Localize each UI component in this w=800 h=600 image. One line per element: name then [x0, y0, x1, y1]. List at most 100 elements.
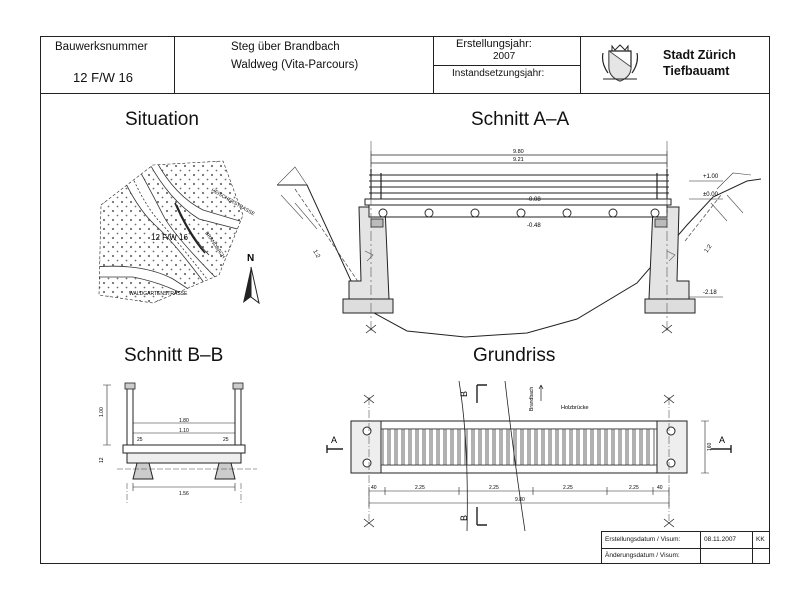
deck-plank: [613, 428, 620, 466]
created-visum: KK: [756, 536, 765, 543]
aa-slope-right: 1:2: [704, 243, 714, 254]
structure-number-cell: Bauwerksnummer 12 F/W 16: [41, 37, 175, 93]
title-plan: Grundriss: [473, 345, 556, 366]
deck-plank: [431, 428, 438, 466]
north-label: N: [247, 253, 254, 264]
deck-plank: [599, 428, 606, 466]
title-situation: Situation: [125, 109, 199, 130]
plan-dim-edge-right: 40: [657, 485, 663, 491]
authority-cell: Stadt Zürich Tiefbauamt: [581, 37, 769, 93]
bb-dim-clear: 1.10: [179, 428, 189, 434]
bb-dim-width: 1.80: [179, 418, 189, 424]
deck-plank: [627, 428, 634, 466]
plan-label-brandbach: Brandbach: [529, 387, 535, 411]
aa-level-zero: ±0.00: [703, 192, 719, 198]
deck-plank: [487, 428, 494, 466]
deck-plank: [508, 428, 515, 466]
deck-plank: [466, 428, 473, 466]
bb-dim-right: 25: [223, 437, 229, 443]
deck-plank: [529, 428, 536, 466]
deck-plank: [459, 428, 466, 466]
deck-plank: [585, 428, 592, 466]
deck-plank: [641, 428, 648, 466]
structure-name-line1: Steg über Brandbach: [231, 41, 340, 53]
deck-plank: [396, 428, 403, 466]
drawing-sheet: Bauwerksnummer 12 F/W 16 Steg über Brand…: [40, 36, 770, 564]
deck-plank: [501, 428, 508, 466]
plan-dim-bay1: 2.25: [415, 485, 425, 491]
title-section-bb: Schnitt B–B: [124, 345, 224, 366]
aa-level-deck: -0.08: [527, 197, 541, 203]
structure-number: 12 F/W 16: [73, 70, 133, 85]
created-label: Erstellungsdatum / Visum:: [605, 536, 681, 543]
plan-marker-b-top: B: [459, 391, 469, 397]
deck-plank: [410, 428, 417, 466]
plan-marker-a-left: A: [331, 435, 337, 445]
structure-number-label: Bauwerksnummer: [55, 41, 148, 53]
plan-drawing: Brandbach Holzbrücke 40 2.25 2.25 2.25 2…: [326, 381, 732, 531]
year-built-label: Erstellungsjahr:: [456, 38, 532, 50]
plan-dim-bay2: 2.25: [489, 485, 499, 491]
plan-dim-edge-left: 40: [371, 485, 377, 491]
repair-year-label: Instandsetzungsjahr:: [452, 68, 545, 79]
deck-plank: [620, 428, 627, 466]
deck-plank: [389, 428, 396, 466]
title-section-aa: Schnitt A–A: [471, 109, 570, 130]
section-bb-drawing: 1.80 1.10 25 25 1.56 1.00 12: [99, 382, 257, 505]
deck-plank: [438, 428, 445, 466]
deck-plank: [522, 428, 529, 466]
deck-plank: [382, 428, 389, 466]
plan-dim-bay3: 2.25: [563, 485, 573, 491]
situation-label-structure: 12 F/W 16: [151, 233, 188, 242]
structure-name-line2: Waldweg (Vita-Parcours): [231, 59, 359, 71]
revision-block: Erstellungsdatum / Visum: 08.11.2007 KK …: [601, 531, 769, 564]
deck-plank: [424, 428, 431, 466]
aa-dim-span: 9.21: [513, 157, 524, 163]
deck-plank: [445, 428, 452, 466]
deck-plank: [592, 428, 599, 466]
deck-plank: [557, 428, 564, 466]
deck-plank: [403, 428, 410, 466]
deck-plank: [564, 428, 571, 466]
plan-dim-overall: 9.80: [515, 497, 525, 503]
deck-plank: [417, 428, 424, 466]
years-cell: Erstellungsjahr: 2007 Instandsetzungsjah…: [434, 37, 581, 93]
deck-plank: [571, 428, 578, 466]
deck-plank: [515, 428, 522, 466]
changed-label: Änderungsdatum / Visum:: [605, 552, 680, 559]
deck-plank: [634, 428, 641, 466]
deck-plank: [480, 428, 487, 466]
year-built: 2007: [493, 51, 516, 62]
bb-dim-height: 1.00: [99, 407, 105, 417]
deck-plank: [606, 428, 613, 466]
city-name: Stadt Zürich: [663, 48, 736, 62]
deck-plank: [648, 428, 655, 466]
north-arrow-icon: N: [243, 253, 260, 305]
zurich-coat-of-arms-icon: [601, 44, 639, 82]
deck-plank: [578, 428, 585, 466]
aa-level-underside: -0.48: [527, 223, 541, 229]
office-name: Tiefbauamt: [663, 64, 730, 78]
plan-dim-bay4: 2.25: [629, 485, 639, 491]
plan-label-holzbruecke: Holzbrücke: [561, 405, 589, 411]
plan-marker-b-bottom: B: [459, 515, 469, 521]
created-date: 08.11.2007: [704, 536, 737, 543]
title-block: Bauwerksnummer 12 F/W 16 Steg über Brand…: [41, 37, 769, 94]
situation-label-street1: WALDGARTENSTRASSE: [129, 291, 188, 297]
bb-dim-left: 25: [137, 437, 143, 443]
deck-plank: [543, 428, 550, 466]
deck-plank: [473, 428, 480, 466]
deck-plank: [452, 428, 459, 466]
aa-level-plus1: +1.00: [703, 174, 719, 180]
deck-plank: [494, 428, 501, 466]
structure-name-cell: Steg über Brandbach Waldweg (Vita-Parcou…: [175, 37, 434, 93]
bb-dim-base: 1.56: [179, 491, 189, 497]
aa-slope-left: 1:2: [311, 249, 321, 260]
section-aa-drawing: 9.80 9.21 +1.00 ±0.00 -0.08 -0.48 -2.18 …: [277, 141, 761, 338]
bb-dim-deck: 12: [99, 457, 105, 463]
deck-plank: [550, 428, 557, 466]
situation-map: 12 F/W 16 BRANDBACH WALDGARTENSTRASSE HE…: [98, 160, 256, 304]
aa-dim-overall: 9.80: [513, 149, 524, 155]
aa-level-foundation: -2.18: [703, 290, 717, 296]
plan-marker-a-right: A: [719, 435, 725, 445]
